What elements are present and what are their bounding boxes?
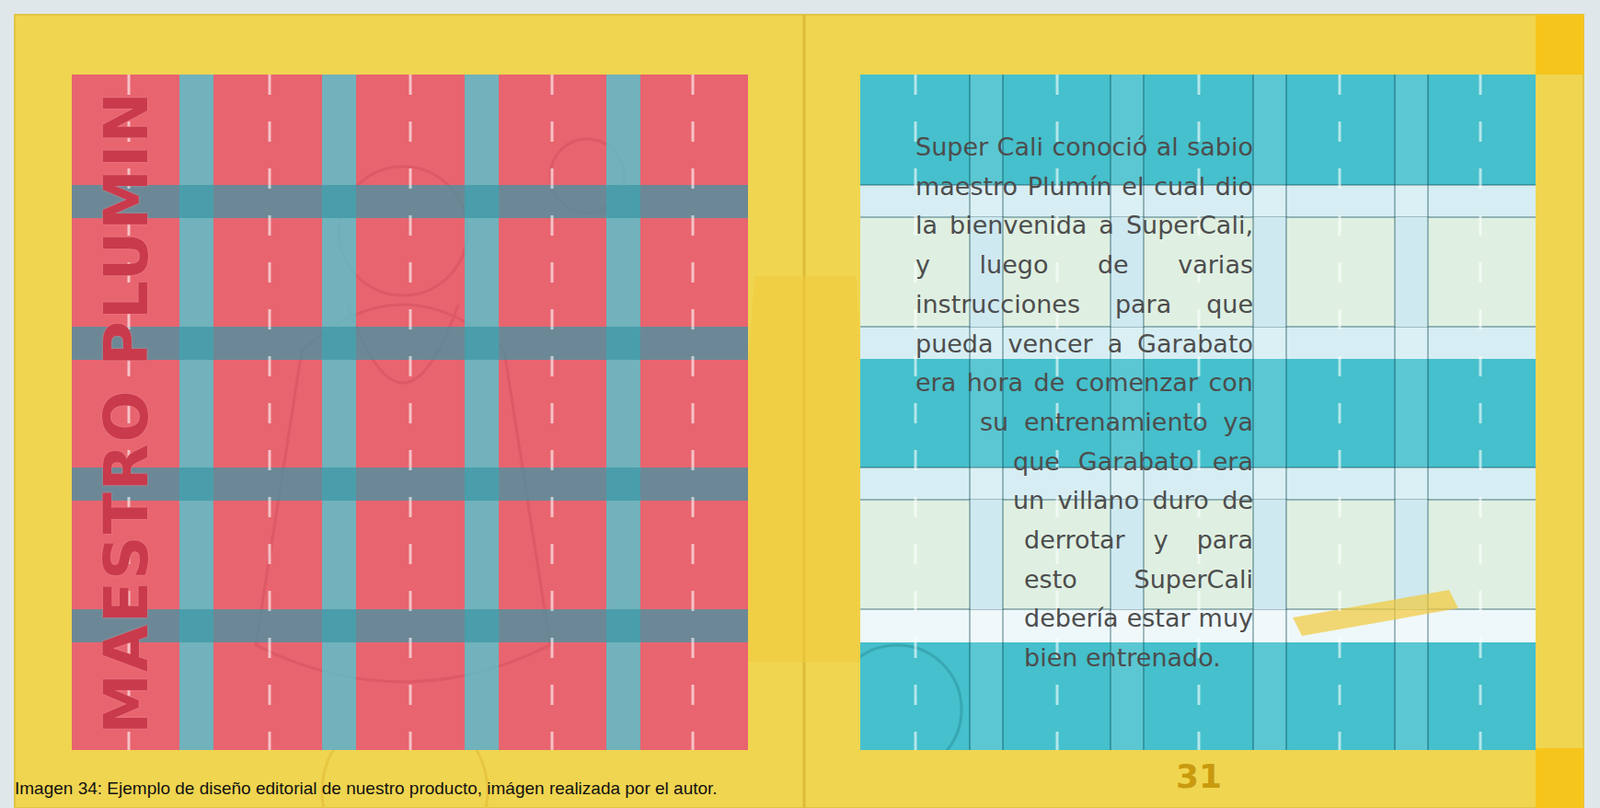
grid-column-gutter <box>969 499 1003 610</box>
character-illustration <box>860 644 962 750</box>
column-center-marks <box>1338 74 1342 750</box>
wizard-illustration <box>255 138 624 682</box>
grid-column-gutter <box>322 74 357 750</box>
indent-step <box>915 481 1013 560</box>
grid-ground <box>71 74 749 750</box>
grid-row-gutter <box>71 609 749 643</box>
story-paragraph: Super Cali conoció al sabio maestro Plum… <box>915 127 1254 679</box>
grid-column-gutter <box>1394 499 1428 610</box>
grid-overlay <box>71 74 749 750</box>
text-frame: Super Cali conoció al sabio maestro Plum… <box>915 127 1254 750</box>
grid-line <box>1393 74 1396 750</box>
page-ground <box>14 14 1584 808</box>
grid-row-gutter <box>71 326 749 360</box>
column-center-marks <box>691 74 695 750</box>
pencil-illustration <box>1292 589 1459 636</box>
column-center-marks <box>551 74 554 750</box>
vertical-title: MAESTRO PLUMIN <box>90 90 162 734</box>
column-center-marks <box>409 74 413 750</box>
column-center-marks <box>1479 74 1483 750</box>
grid-ground <box>860 74 1536 750</box>
column-center-marks <box>268 74 272 750</box>
title-column: MAESTRO PLUMIN <box>71 74 180 750</box>
indent-step <box>915 442 980 483</box>
grid-column-gutter <box>179 74 214 750</box>
grid-line <box>1427 74 1429 750</box>
figure-caption: Imagen 34: Ejemplo de diseño editorial d… <box>14 778 718 799</box>
pencil-illustration <box>726 276 884 663</box>
text-grid-page: Super Cali conoció al sabio maestro Plum… <box>860 74 1536 750</box>
indent-step <box>915 560 1025 750</box>
page-frame <box>14 14 1584 808</box>
grid-column-gutter <box>606 74 641 750</box>
grid-line <box>1285 74 1288 750</box>
corner-mark <box>1535 14 1584 75</box>
grid-column-gutter <box>1394 217 1428 327</box>
grid-column-gutter <box>464 74 499 750</box>
grid-column-gutter <box>1394 74 1428 750</box>
cover-grid-page: MAESTRO PLUMIN <box>71 74 749 750</box>
grid-row-gutter <box>71 467 749 501</box>
grid-column-gutter <box>1253 74 1287 750</box>
grid-column-gutter <box>1253 499 1287 610</box>
corner-mark <box>1535 748 1584 808</box>
page-number: 31 <box>1175 757 1222 795</box>
grid-row-gutter <box>71 184 749 219</box>
grid-column-gutter <box>1253 217 1287 327</box>
